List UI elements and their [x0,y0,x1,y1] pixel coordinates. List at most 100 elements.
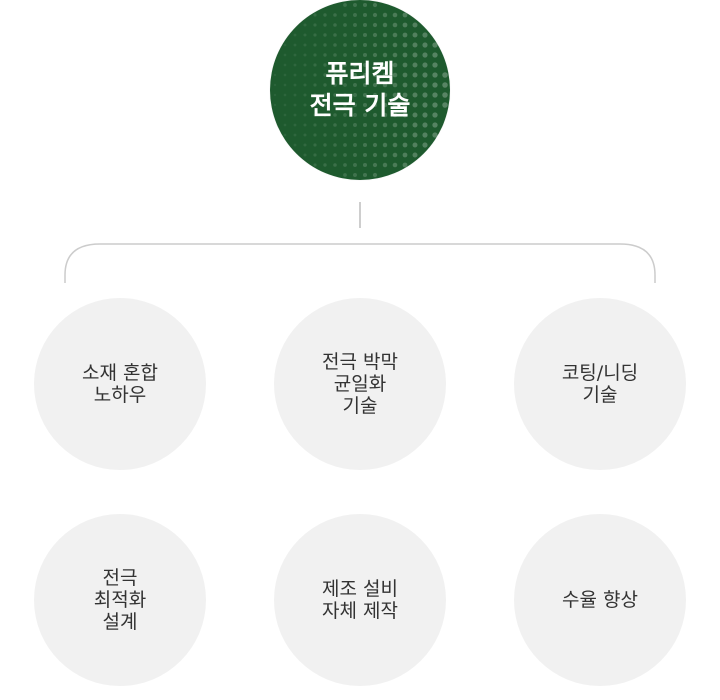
decor-dot [382,42,388,48]
node-label: 소재 혼합 노하우 [82,362,158,406]
decor-dot [293,63,297,67]
decor-dot [303,123,307,127]
decor-dot [372,152,378,158]
decor-dot [362,102,368,108]
decor-dot [402,12,408,18]
node-label-line: 제조 설비 [322,578,398,600]
decor-dot [313,143,317,147]
root-label-line: 전극 기술 [309,91,411,120]
decor-dot [323,13,327,17]
decor-dot [402,32,408,38]
decor-dot [422,32,428,38]
decor-dot [303,23,307,27]
decor-dot [392,152,398,158]
decor-dot [382,132,388,138]
decor-dot [333,133,337,137]
decor-dot [323,113,327,117]
decor-dot [313,113,317,117]
decor-dot [313,83,317,87]
decor-dot [293,123,297,127]
decor-dot [422,62,428,68]
node-label-line: 전극 박막 [322,351,398,373]
decor-dot [362,12,368,18]
decor-dot [303,133,307,137]
decor-dot [372,22,378,28]
tree-connector [64,202,656,283]
node-material-mixing: 소재 혼합 노하우 [34,298,206,470]
decor-dot [382,52,388,58]
decor-dot [402,92,408,98]
node-electrode-design: 전극 최적화 설계 [34,514,206,686]
decor-dot [343,133,347,137]
decor-dot [362,72,368,78]
decor-dot [372,132,378,138]
decor-dot [392,42,398,48]
decor-dot [313,53,317,57]
decor-dot [382,72,388,78]
decor-dot [313,93,317,97]
decor-dot [372,162,378,168]
decor-dot [333,93,337,97]
node-label-line: 최적화 [93,589,147,611]
decor-dot [323,143,327,147]
decor-dot [392,132,398,138]
decor-dot [293,143,297,147]
decor-dot [402,42,408,48]
decor-dot [392,82,398,88]
decor-dot [293,73,297,77]
decor-dot [293,133,297,137]
node-thin-film-uniformity: 전극 박막 균일화 기술 [274,298,446,470]
decor-dot [293,103,297,107]
decor-dot [392,32,398,38]
decor-dot [333,143,337,147]
decor-dot [372,102,378,108]
decor-dot [343,53,347,57]
decor-dot [283,73,287,77]
decor-dot [313,63,317,67]
decor-dot [412,152,418,158]
decor-dot [283,93,287,97]
decor-dot [343,143,347,147]
node-label-line: 수율 향상 [562,589,638,611]
decor-dot [353,163,357,167]
decor-dot [362,112,368,118]
node-label-line: 전극 [102,567,138,589]
decor-dot [343,63,347,67]
decor-dot [283,63,287,67]
decor-dot [283,103,287,107]
decor-dot [333,123,337,127]
decor-dot [392,112,398,118]
decor-dot [412,92,418,98]
decor-dot [293,43,297,47]
decor-dot [402,152,408,158]
decor-dot [273,93,277,97]
node-coating-kneading: 코팅/니딩 기술 [514,298,686,470]
decor-dot [402,162,408,168]
decor-dot [353,93,357,97]
decor-dot [402,142,408,148]
decor-dot [362,22,368,28]
decor-dot [392,102,398,108]
decor-dot [273,83,277,87]
node-label: 전극 최적화 설계 [94,567,146,633]
decor-dot [333,103,337,107]
decor-dot [362,82,368,88]
decor-dot [333,13,337,17]
decor-dot [442,72,448,78]
decor-dot [333,83,337,87]
decor-dot [293,53,297,57]
decor-dot [372,52,378,58]
decor-dot [323,153,327,157]
root-label: 퓨리켐 전극 기술 [310,58,411,122]
decor-dot [432,92,438,98]
decor-dot [323,43,327,47]
decor-dot [372,42,378,48]
decor-dot [382,162,388,168]
decor-dot [283,53,287,57]
decor-dot [303,43,307,47]
decor-dot [422,52,428,58]
decor-dot [382,122,388,128]
decor-dot [422,92,428,98]
decor-dot [412,22,418,28]
decor-dot [343,43,347,47]
